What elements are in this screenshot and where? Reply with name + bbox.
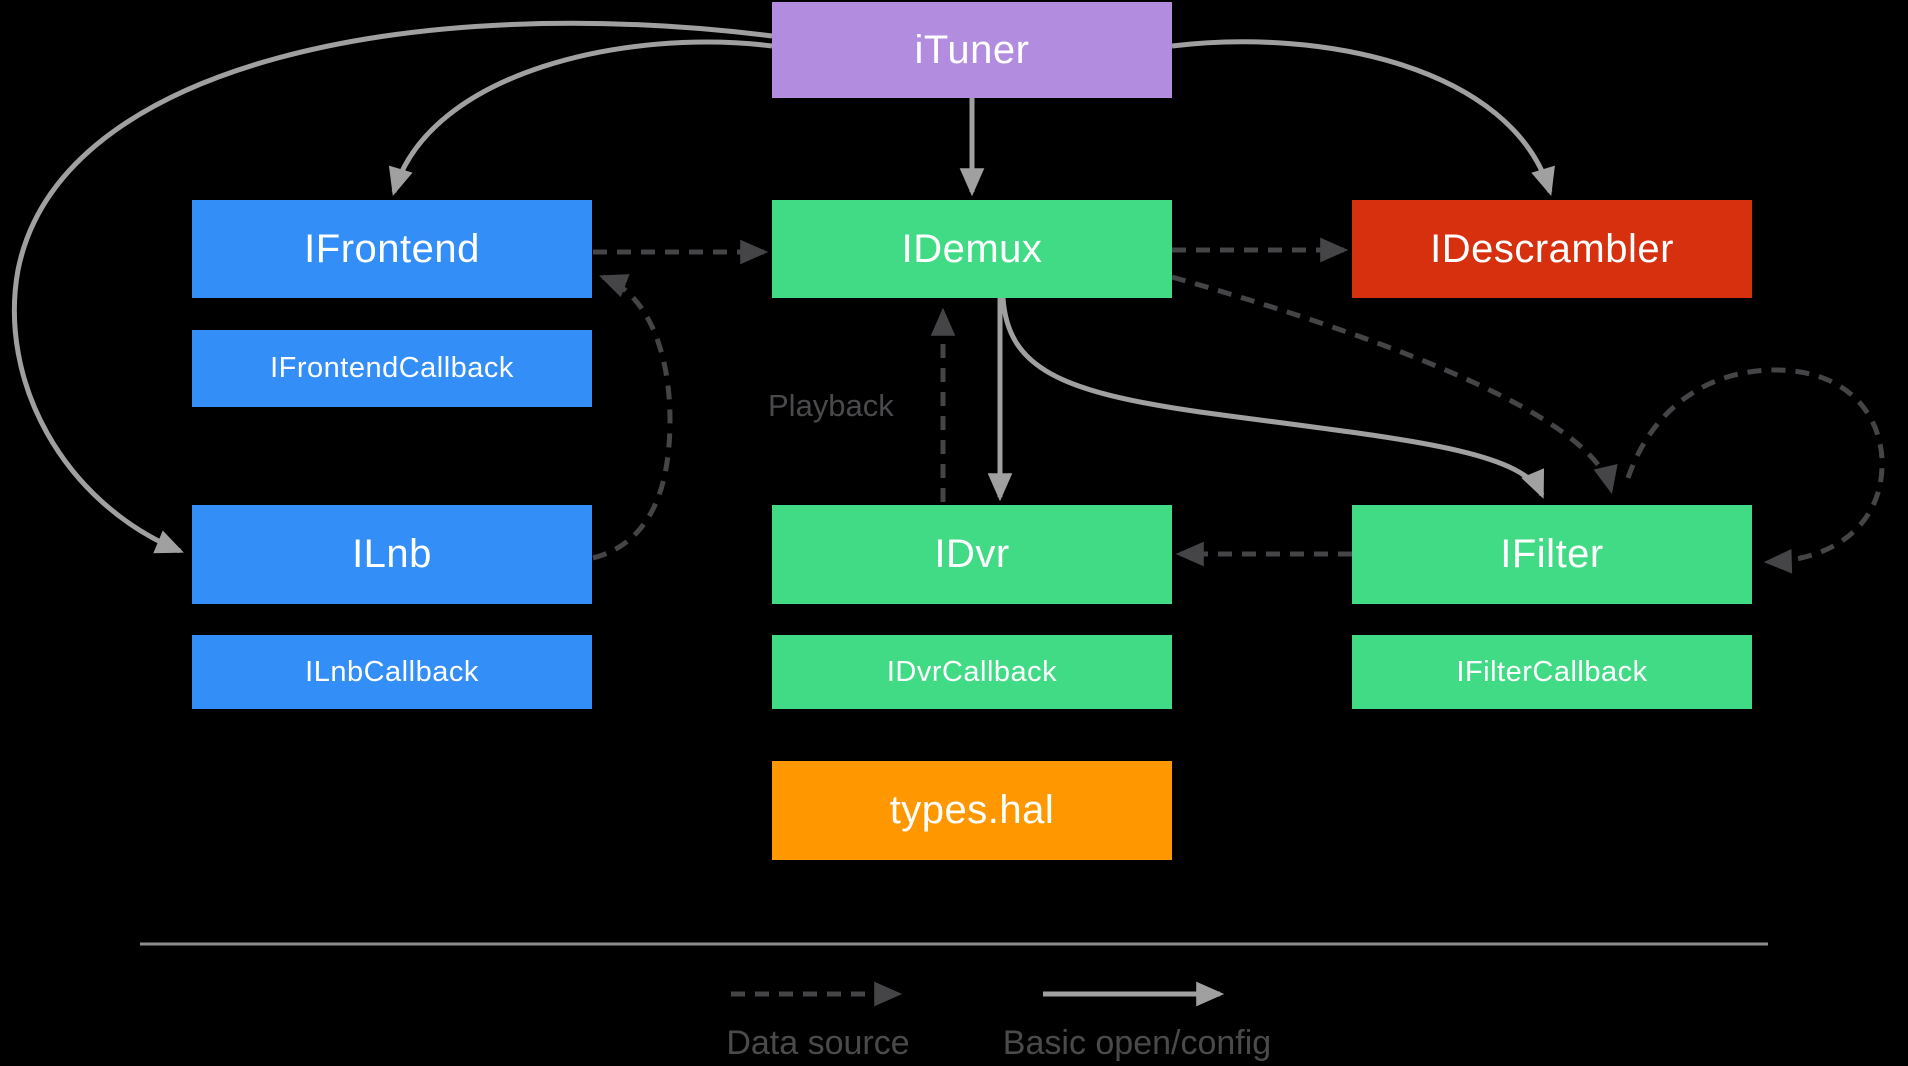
node-idescrambler-label: IDescrambler xyxy=(1430,226,1674,271)
edge-ituner-to-ifrontend xyxy=(388,39,773,197)
legend-basic-open-config-label: Basic open/config xyxy=(1002,1024,1272,1062)
edge-ilnb-to-ifrontend xyxy=(592,274,673,561)
node-idvr-label: IDvr xyxy=(934,532,1010,576)
node-ifrontend-callback: IFrontendCallback xyxy=(192,330,592,407)
node-ituner: iTuner xyxy=(772,2,1172,98)
node-idemux: IDemux xyxy=(772,200,1172,298)
legend-data-source-label: Data source xyxy=(726,1024,910,1062)
node-ilnb-callback: ILnbCallback xyxy=(192,635,592,709)
node-ifilter-callback: IFilterCallback xyxy=(1352,635,1752,709)
node-ifilter-label: IFilter xyxy=(1500,532,1604,576)
node-idvr: IDvr xyxy=(772,505,1172,604)
node-ifrontend: IFrontend xyxy=(192,200,592,298)
node-ifilter: IFilter xyxy=(1352,505,1752,604)
edge-ituner-to-idescrambler xyxy=(1171,39,1555,197)
node-idvr-callback-label: IDvrCallback xyxy=(886,655,1058,688)
node-ifrontend-label: IFrontend xyxy=(304,226,480,271)
node-ifilter-callback-label: IFilterCallback xyxy=(1456,655,1648,688)
edge-ifilter-self-loop xyxy=(1625,367,1885,574)
node-ifrontend-callback-label: IFrontendCallback xyxy=(270,352,514,384)
edge-idemux-to-ifilter-dashed xyxy=(1171,274,1618,495)
node-idemux-label: IDemux xyxy=(901,226,1043,271)
node-ilnb-label: ILnb xyxy=(352,532,432,576)
node-ilnb-callback-label: ILnbCallback xyxy=(305,655,479,688)
edge-idemux-to-ifilter-solid xyxy=(1000,297,1545,499)
edge-ituner-to-ilnb xyxy=(11,20,773,554)
node-ilnb: ILnb xyxy=(192,505,592,604)
node-types-hal: types.hal xyxy=(772,761,1172,860)
node-idescrambler: IDescrambler xyxy=(1352,200,1752,298)
playback-edge-label: Playback xyxy=(768,388,894,423)
node-ituner-label: iTuner xyxy=(914,27,1030,72)
node-idvr-callback: IDvrCallback xyxy=(772,635,1172,709)
node-types-hal-label: types.hal xyxy=(889,788,1055,832)
